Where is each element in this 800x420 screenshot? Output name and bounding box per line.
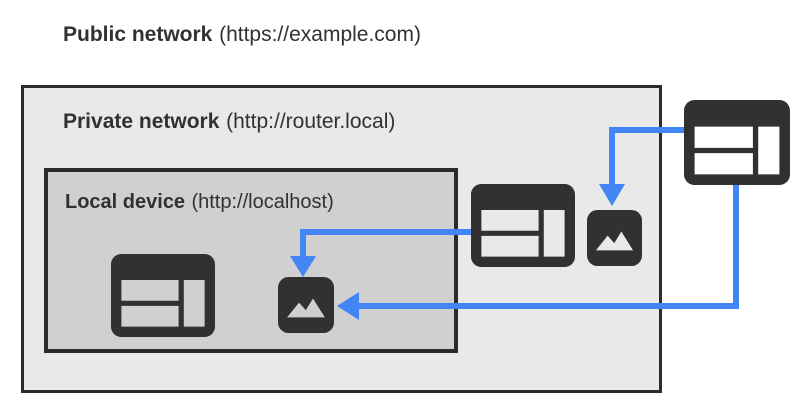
public-network-name: Public network	[63, 23, 213, 46]
private-network-url: (http://router.local)	[226, 110, 396, 133]
public-network-label: Public network (https://example.com)	[63, 23, 421, 47]
local-device-name: Local device	[65, 191, 186, 213]
image-icon	[278, 277, 334, 333]
private-network-label: Private network (http://router.local)	[63, 110, 395, 134]
browser-window-icon	[684, 100, 790, 185]
browser-window-icon	[111, 254, 215, 337]
local-device-label: Local device(http://localhost)	[65, 190, 334, 214]
image-icon	[587, 210, 642, 266]
local-device-box: Local device(http://localhost)	[44, 168, 458, 353]
local-device-url: (http://localhost)	[191, 191, 334, 213]
private-network-name: Private network	[63, 110, 220, 133]
public-network-url: (https://example.com)	[219, 23, 421, 46]
browser-window-icon	[471, 184, 575, 267]
